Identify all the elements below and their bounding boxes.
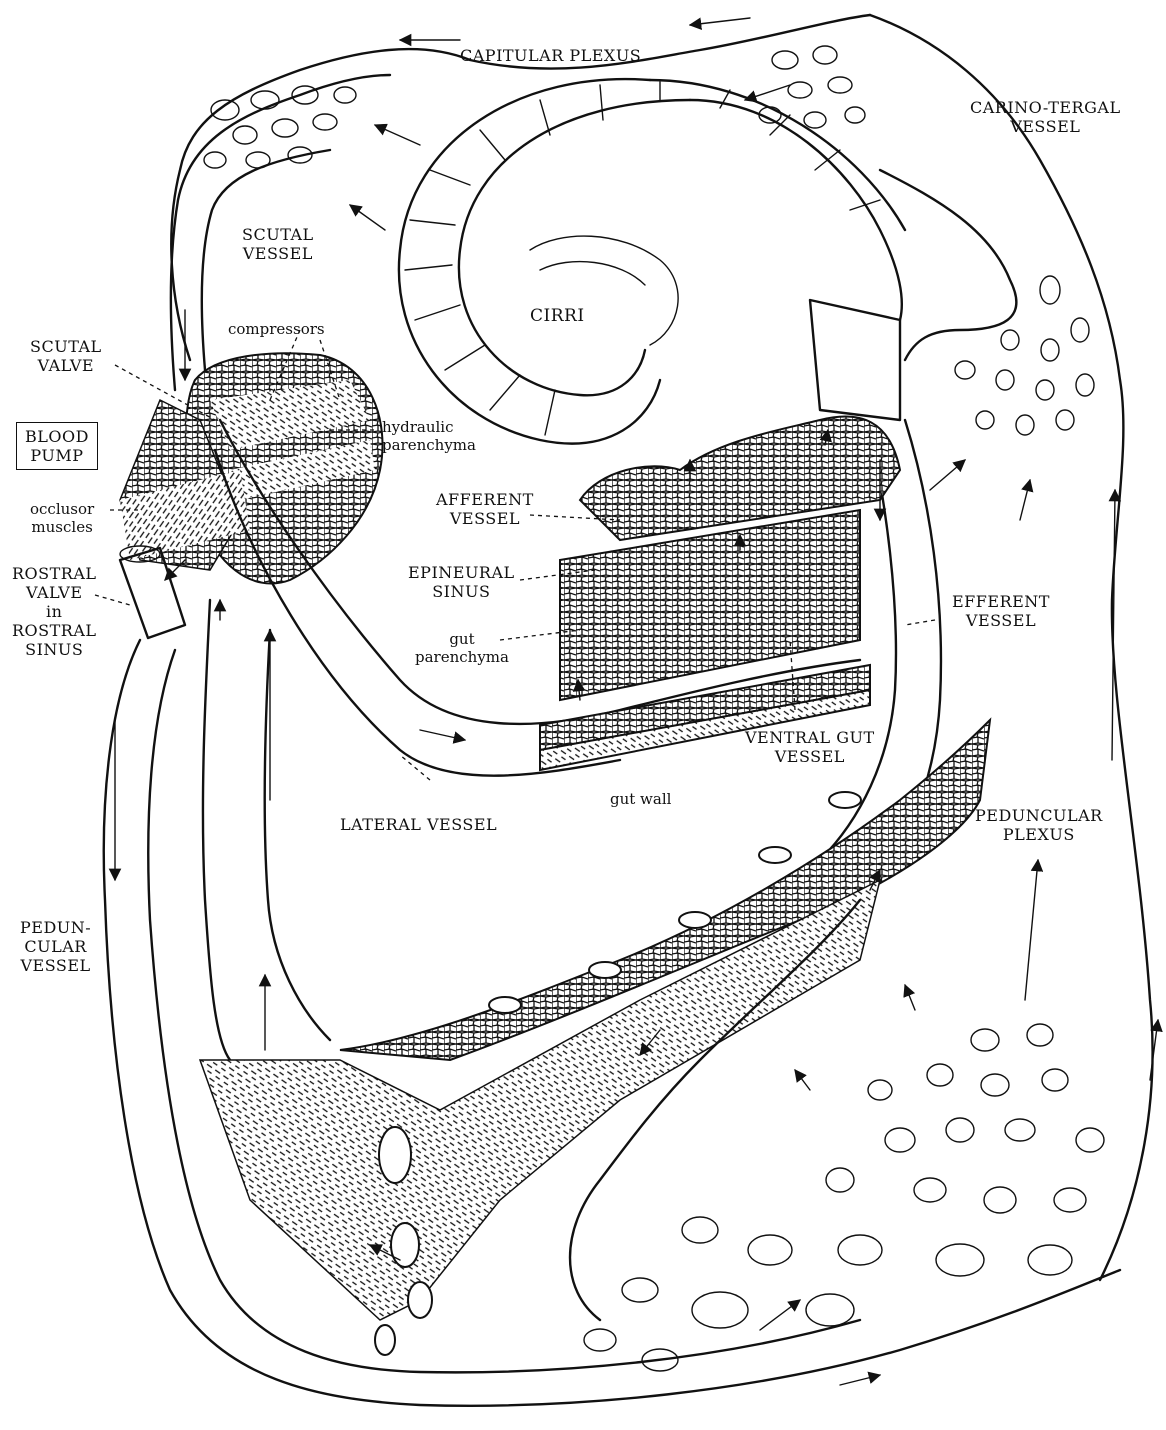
cirri — [399, 79, 905, 443]
label-scutal-valve-line1: SCUTAL — [30, 337, 102, 356]
label-carino-tergal-vessel: CARINO-TERGAL VESSEL — [970, 98, 1121, 136]
label-peduncular-vessel: PEDUN- CULAR VESSEL — [20, 918, 91, 975]
label-gut-parenchyma-line1: gut — [415, 630, 509, 648]
label-occlusor-muscles: occlusor muscles — [30, 500, 94, 536]
label-rostral-line4: ROSTRAL — [12, 621, 97, 640]
label-epineural-line2: SINUS — [408, 582, 515, 601]
label-peduncular-vessel-line2: CULAR — [20, 937, 91, 956]
label-compressors: compressors — [228, 320, 325, 338]
label-blood-pump-line2: PUMP — [25, 446, 89, 465]
gut-parenchyma — [560, 510, 860, 700]
label-cirri: CIRRI — [530, 307, 585, 326]
label-afferent-line1: AFFERENT — [436, 490, 534, 509]
label-occlusor-line2: muscles — [30, 518, 94, 536]
label-ventral-gut-line2: VESSEL — [745, 747, 875, 766]
peduncular-muscles — [200, 880, 880, 1320]
label-afferent-vessel: AFFERENT VESSEL — [436, 490, 534, 528]
label-efferent-line2: VESSEL — [952, 611, 1050, 630]
label-scutal-valve-line2: VALVE — [30, 356, 102, 375]
rostral-sinus-channel-2 — [265, 630, 330, 1040]
label-efferent-line1: EFFERENT — [952, 592, 1050, 611]
label-peduncular-plexus-line1: PEDUNCULAR — [975, 806, 1103, 825]
label-scutal-vessel-line1: SCUTAL — [242, 225, 314, 244]
label-ventral-gut-vessel: VENTRAL GUT VESSEL — [745, 728, 875, 766]
label-peduncular-vessel-line1: PEDUN- — [20, 918, 91, 937]
label-hydraulic-line1: hydraulic — [382, 418, 476, 436]
label-afferent-line2: VESSEL — [436, 509, 534, 528]
label-peduncular-vessel-line3: VESSEL — [20, 956, 91, 975]
label-scutal-vessel: SCUTAL VESSEL — [242, 225, 314, 263]
label-gut-wall: gut wall — [610, 790, 671, 808]
capitular-outline — [171, 15, 870, 360]
label-gut-parenchyma: gut parenchyma — [415, 630, 509, 666]
label-rostral-line5: SINUS — [12, 640, 97, 659]
label-peduncular-plexus-line2: PLEXUS — [975, 825, 1103, 844]
label-epineural-line1: EPINEURAL — [408, 563, 515, 582]
carino-tergal-outline — [870, 15, 1153, 1280]
label-gut-parenchyma-line2: parenchyma — [415, 648, 509, 666]
label-epineural-sinus: EPINEURAL SINUS — [408, 563, 515, 601]
label-carino-tergal-line2: VESSEL — [970, 117, 1121, 136]
label-rostral-line2: VALVE — [12, 583, 97, 602]
label-hydraulic-parenchyma: hydraulic parenchyma — [382, 418, 476, 454]
label-rostral-valve: ROSTRAL VALVE in ROSTRAL SINUS — [12, 564, 97, 659]
label-rostral-line1: ROSTRAL — [12, 564, 97, 583]
label-ventral-gut-line1: VENTRAL GUT — [745, 728, 875, 747]
label-rostral-line3: in — [12, 602, 97, 621]
label-scutal-valve: SCUTAL VALVE — [30, 337, 102, 375]
label-blood-pump-line1: BLOOD — [25, 427, 89, 446]
label-carino-tergal-line1: CARINO-TERGAL — [970, 98, 1121, 117]
rostral-sinus-channel — [203, 600, 230, 1060]
label-capitular-plexus: CAPITULAR PLEXUS — [460, 46, 641, 65]
label-lateral-vessel: LATERAL VESSEL — [340, 815, 497, 834]
label-scutal-vessel-line2: VESSEL — [242, 244, 314, 263]
label-efferent-vessel: EFFERENT VESSEL — [952, 592, 1050, 630]
label-occlusor-line1: occlusor — [30, 500, 94, 518]
label-peduncular-plexus: PEDUNCULAR PLEXUS — [975, 806, 1103, 844]
label-hydraulic-line2: parenchyma — [382, 436, 476, 454]
label-blood-pump: BLOOD PUMP — [16, 422, 98, 470]
carino-tergal-plexus-spaces — [955, 276, 1094, 435]
